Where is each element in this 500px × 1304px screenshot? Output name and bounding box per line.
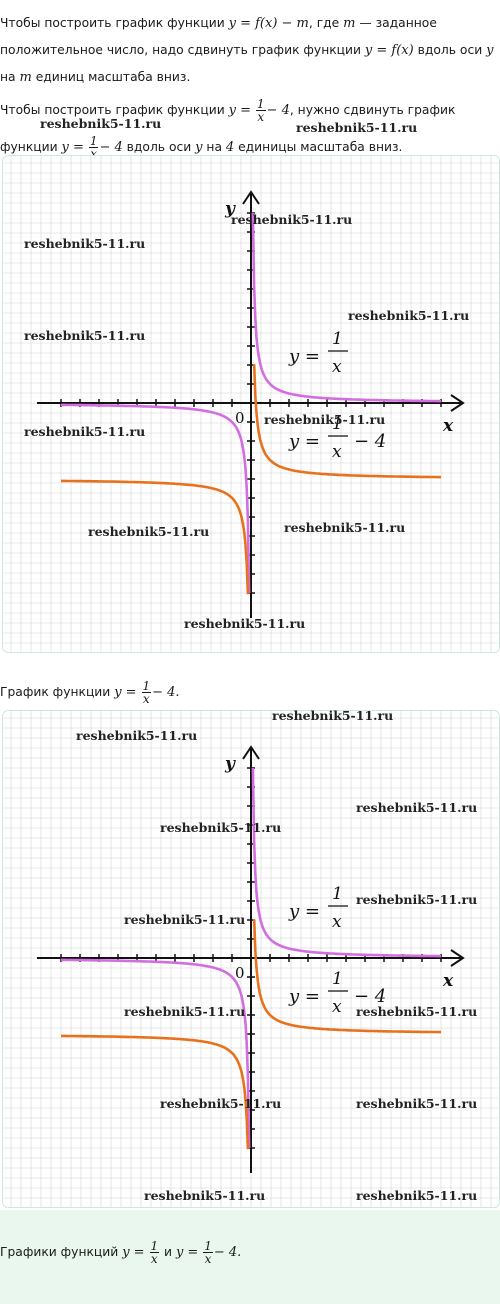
y-axis-arrow: [242, 745, 260, 760]
origin-label: 0: [235, 409, 245, 427]
formula-shifted-lhs: y =: [288, 986, 320, 1007]
watermark: reshebnik5-11.ru: [124, 1004, 246, 1019]
formula-denominator: x: [332, 912, 342, 932]
formula-numerator: 1: [332, 969, 343, 989]
watermark: reshebnik5-11.ru: [356, 1004, 478, 1019]
watermark: reshebnik5-11.ru: [184, 616, 306, 631]
curve-reciprocal-left: [61, 958, 251, 1149]
watermark: reshebnik5-11.ru: [88, 524, 210, 539]
watermark: reshebnik5-11.ru: [284, 520, 406, 535]
formula-denominator: x: [332, 997, 342, 1017]
watermark: reshebnik5-11.ru: [24, 424, 146, 439]
watermark: reshebnik5-11.ru: [24, 236, 146, 251]
formula-reciprocal-lhs: y =: [288, 346, 320, 367]
watermark: reshebnik5-11.ru: [272, 708, 394, 723]
watermark: reshebnik5-11.ru: [40, 116, 162, 131]
formula-reciprocal-lhs: y =: [288, 901, 320, 922]
curve-shifted-left: [61, 1034, 250, 1150]
watermark: reshebnik5-11.ru: [124, 912, 246, 927]
formula-numerator: 1: [332, 329, 343, 349]
watermark: reshebnik5-11.ru: [144, 1188, 266, 1203]
curve-reciprocal-right: [251, 767, 441, 958]
origin-label: 0: [235, 964, 245, 982]
graph-card-2: y x 0 y = 1 x y = 1 x − 4: [2, 710, 500, 1208]
coordinate-graph: y x 0 y = 1 x y = 1 x − 4: [3, 156, 499, 652]
x-axis-arrow: [450, 394, 465, 412]
watermark: reshebnik5-11.ru: [160, 820, 282, 835]
watermark: reshebnik5-11.ru: [356, 892, 478, 907]
formula-shifted-lhs: y =: [288, 431, 320, 452]
axis-label-y: y: [224, 754, 236, 774]
axis-label-y: y: [224, 199, 236, 219]
x-axis-arrow: [450, 949, 465, 967]
formula-denominator: x: [332, 442, 342, 462]
watermark: reshebnik5-11.ru: [76, 728, 198, 743]
watermark: reshebnik5-11.ru: [160, 1096, 282, 1111]
formula-denominator: x: [332, 357, 342, 377]
watermark: reshebnik5-11.ru: [296, 120, 418, 135]
watermark: reshebnik5-11.ru: [348, 308, 470, 323]
watermark: reshebnik5-11.ru: [264, 412, 386, 427]
curve-reciprocal-left: [61, 403, 251, 594]
watermark: reshebnik5-11.ru: [356, 800, 478, 815]
watermark: reshebnik5-11.ru: [356, 1188, 478, 1203]
watermark: reshebnik5-11.ru: [356, 1096, 478, 1111]
y-axis-arrow: [242, 190, 260, 205]
formula-shifted-rhs: − 4: [354, 431, 386, 452]
curve-shifted-right: [252, 364, 441, 479]
formula-numerator: 1: [332, 414, 343, 434]
watermark: reshebnik5-11.ru: [231, 212, 353, 227]
formula-shifted-rhs: − 4: [354, 986, 386, 1007]
caption-band: [0, 1210, 500, 1304]
curve-shifted-right: [252, 919, 441, 1034]
intro-paragraph: Чтобы построить график функции y = f(x) …: [0, 16, 494, 85]
curve-shifted-left: [61, 479, 250, 595]
coordinate-graph: y x 0 y = 1 x y = 1 x − 4: [3, 711, 499, 1207]
curve-reciprocal-right: [251, 212, 441, 403]
axis-label-x: x: [442, 971, 454, 991]
formula-numerator: 1: [332, 884, 343, 904]
graph-card-1: y x 0 y = 1 x y = 1 x − 4: [2, 155, 500, 653]
watermark: reshebnik5-11.ru: [24, 328, 146, 343]
axis-label-x: x: [442, 416, 454, 436]
